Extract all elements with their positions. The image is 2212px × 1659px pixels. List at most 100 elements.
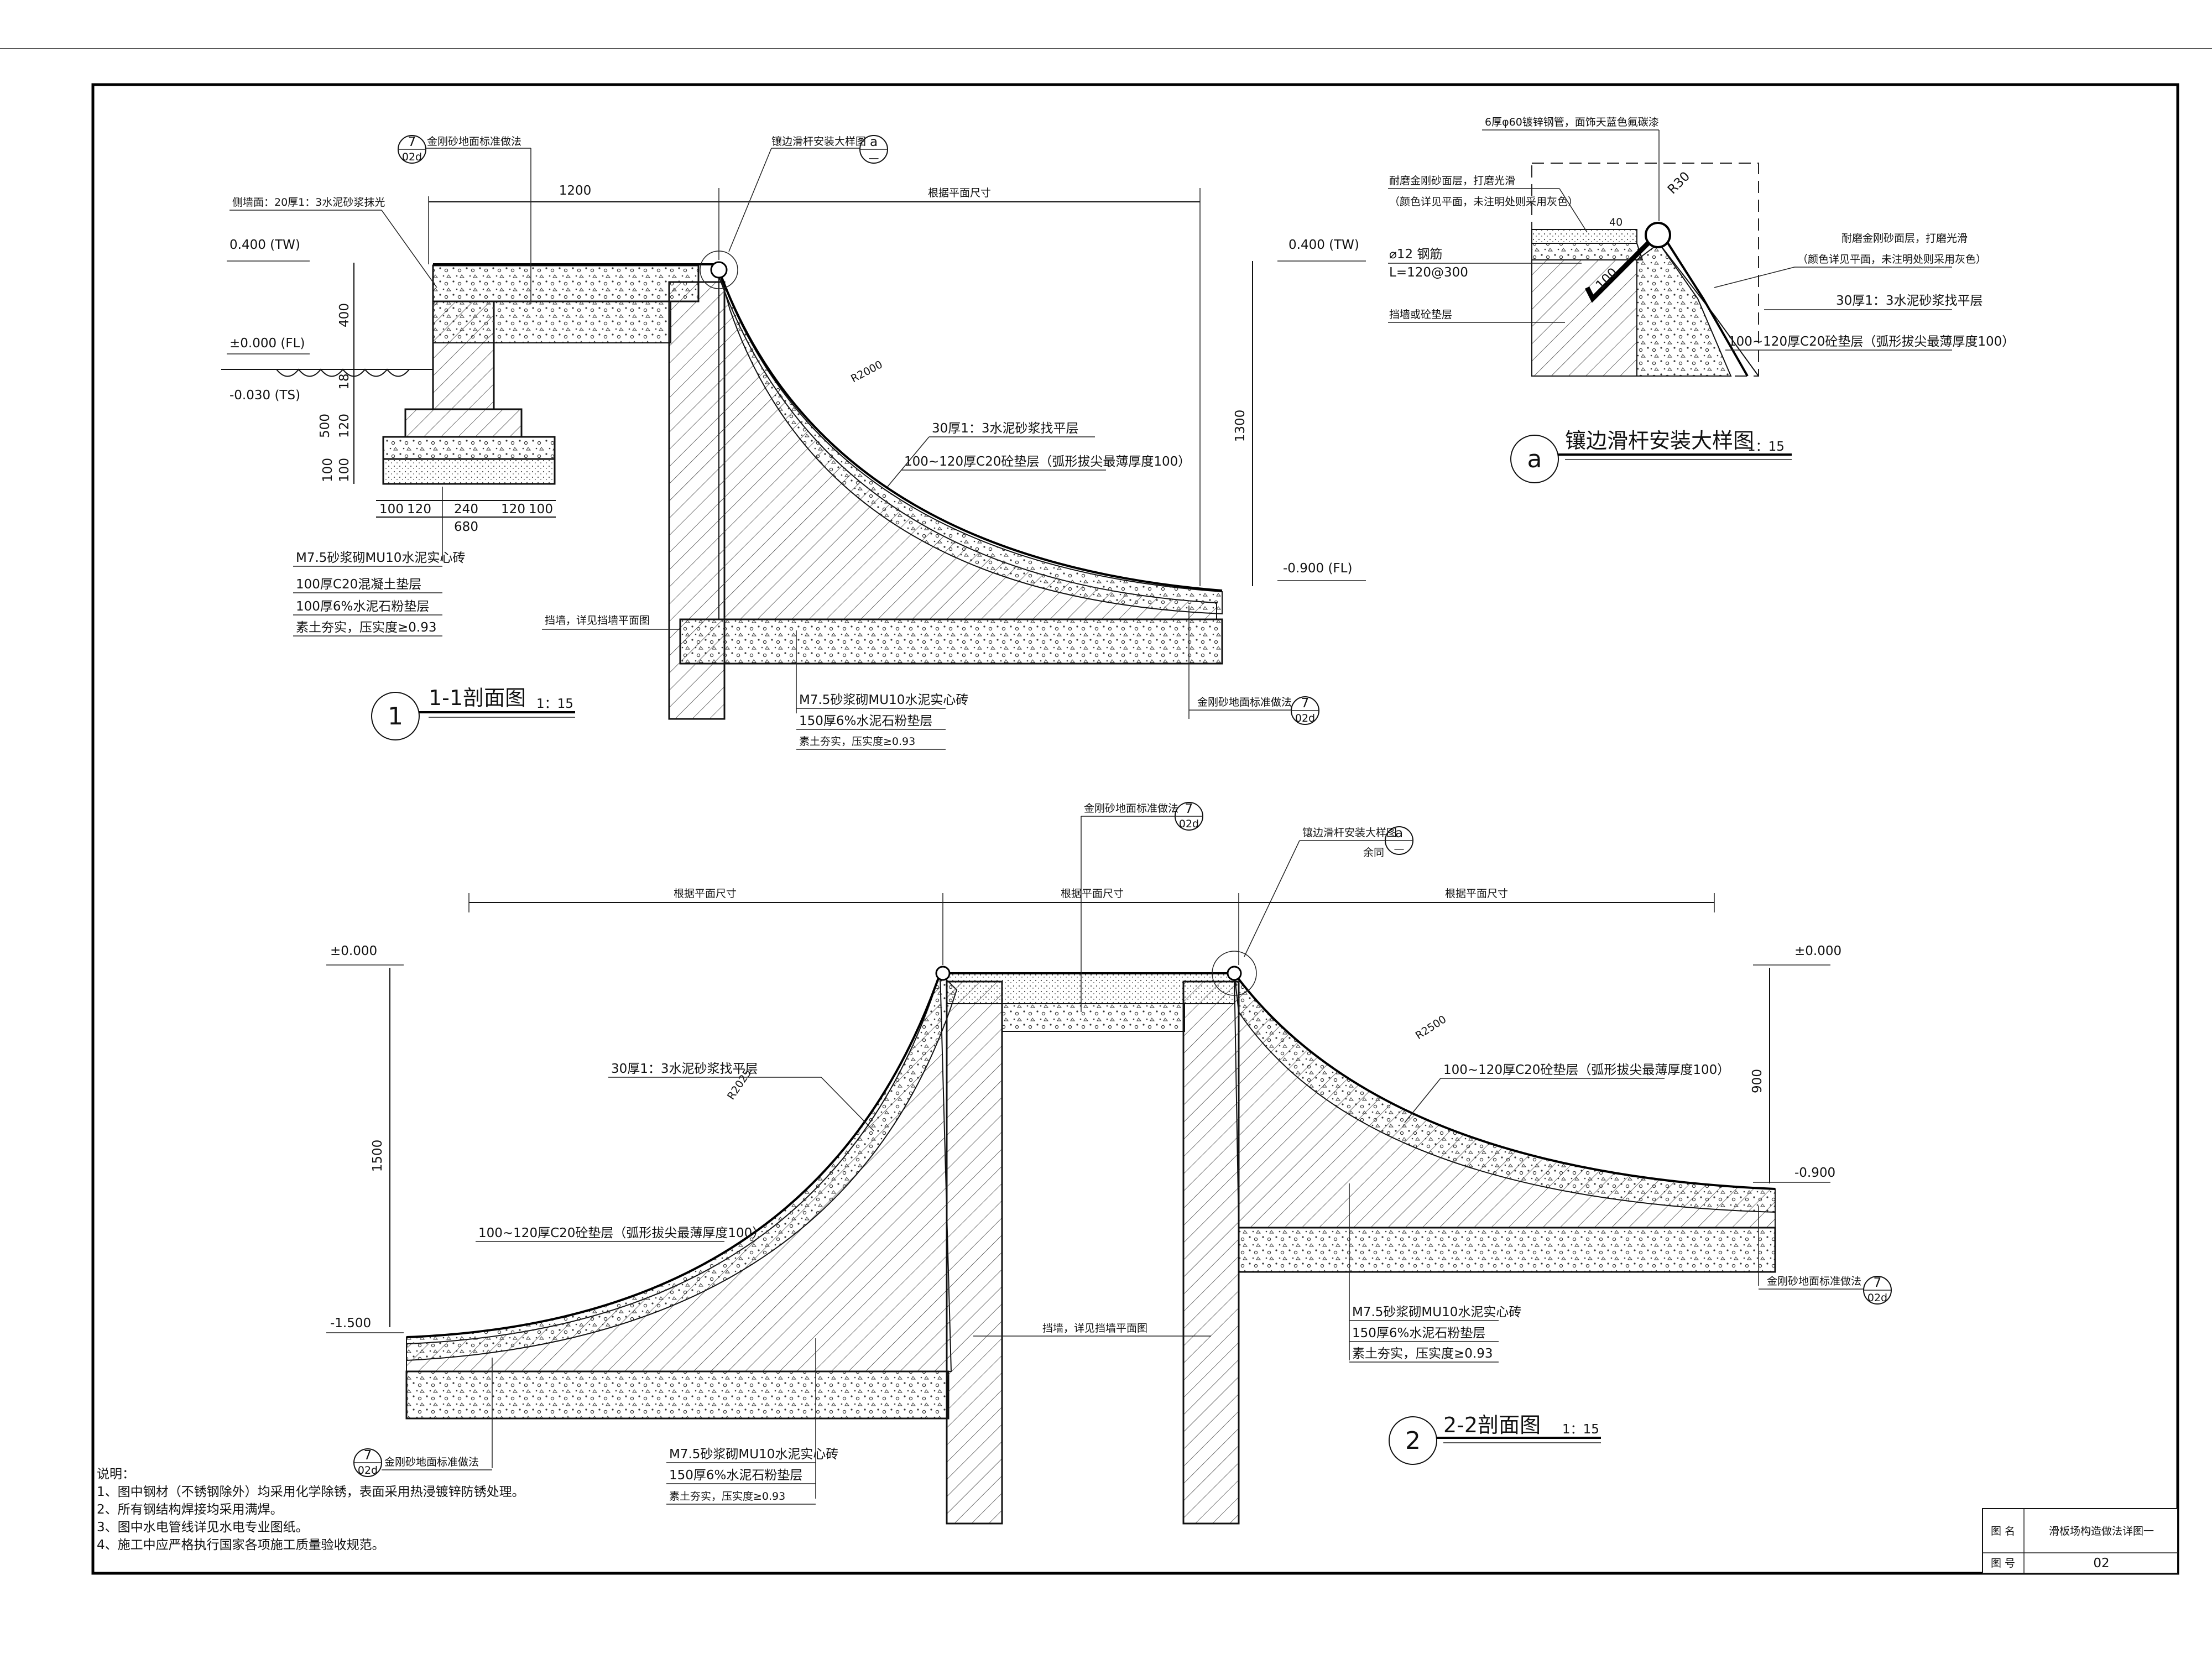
elev-bottom: -0.900 (FL)	[1283, 561, 1352, 576]
callout-sheet: 02d	[1179, 818, 1199, 830]
drawing-no-label: 图 号	[1991, 1557, 2015, 1569]
detail-ref-label: 镶边滑杆安装大样图	[771, 135, 866, 148]
elev-ts: -0.030 (TS)	[229, 388, 300, 403]
right-note-4: 100~120厚C20砼垫层（弧形拔尖最薄厚度100）	[1728, 335, 2015, 349]
footing-dim: 240	[454, 502, 478, 517]
floor-ref-right-sheet: 02d	[1867, 1292, 1887, 1304]
notes-heading: 说明：	[97, 1467, 135, 1481]
title-block-frame	[1982, 1508, 2178, 1574]
layers-bottom: M7.5砂浆砌MU10水泥实心砖 150厚6%水泥石粉垫层 素土夯实，压实度≥0…	[666, 1447, 838, 1505]
callout-num: 7	[408, 135, 416, 149]
footing-dim: 120	[501, 502, 525, 517]
deck-concrete	[1001, 1003, 1185, 1032]
wall-ref: 挡墙，详见挡墙平面图	[545, 614, 650, 627]
dim-400: 400	[337, 303, 352, 327]
layer-note: 150厚6%水泥石粉垫层	[799, 714, 932, 728]
floor-ref-left-sheet: 02d	[358, 1464, 378, 1477]
note-item: 4、施工中应严格执行国家各项施工质量验收规范。	[97, 1538, 385, 1552]
layers-bottom: M7.5砂浆砌MU10水泥实心砖 150厚6%水泥石粉垫层 素土夯实，压实度≥0…	[796, 693, 968, 750]
dim-1300: 1300	[1233, 410, 1248, 442]
dim-mid: 根据平面尺寸	[1061, 888, 1124, 900]
section-scale: 1：15	[536, 697, 573, 711]
layer-note: M7.5砂浆砌MU10水泥实心砖	[1352, 1305, 1521, 1319]
pipe-note: 6厚φ60镀锌钢管，面饰天蓝色氟碳漆	[1485, 116, 1659, 128]
wall-note: 侧墙面：20厚1：3水泥砂浆抹光	[232, 196, 385, 208]
dim-500: 500	[318, 414, 332, 438]
note-left-2: 100~120厚C20砼垫层（弧形拔尖最薄厚度100）	[478, 1226, 765, 1240]
floor-ref-left-num: 7	[364, 1448, 372, 1463]
note-left-1: 30厚1：3水泥砂浆找平层	[611, 1062, 758, 1076]
detail-ref-sub: 余同	[1363, 847, 1384, 859]
ramp-edge	[1658, 243, 1759, 377]
dim-18: 18	[337, 373, 352, 389]
dim-900: 900	[1750, 1069, 1765, 1093]
layer-note: 150厚6%水泥石粉垫层	[669, 1468, 802, 1483]
layers-right: M7.5砂浆砌MU10水泥实心砖 150厚6%水泥石粉垫层 素土夯实，压实度≥0…	[1349, 1305, 1521, 1363]
detail-a: 6厚φ60镀锌钢管，面饰天蓝色氟碳漆 耐磨金刚砂面层，打磨光滑 （颜色详见平面，…	[1388, 116, 2015, 483]
layer-note: M7.5砂浆砌MU10水泥实心砖	[296, 551, 465, 565]
wall-body	[1531, 259, 1637, 377]
section-2-2: 根据平面尺寸 根据平面尺寸 根据平面尺寸 1500 ±0.000 -1.500 …	[326, 802, 1892, 1525]
section-title: 1-1剖面图	[429, 686, 526, 710]
floor-ref-label: 金刚砂地面标准做法	[1197, 696, 1292, 708]
footing-total: 680	[454, 520, 478, 534]
ramp-note-leader	[887, 436, 930, 487]
drawing-name-label: 图 名	[1991, 1525, 2015, 1537]
deck-concrete	[1531, 243, 1644, 260]
elev-right-top: ±0.000	[1794, 944, 1841, 958]
coping-pipe-left	[935, 966, 951, 981]
section-1-1: 1200 根据平面尺寸 400 18 500 120 100 100 1300 …	[221, 135, 1366, 750]
detail-ref-num: a	[870, 135, 878, 149]
elev-left-top: ±0.000	[330, 944, 377, 958]
ramp-note-2: 100~120厚C20砼垫层（弧形拔尖最薄厚度100）	[904, 455, 1191, 469]
topping-layer	[1531, 229, 1637, 244]
detail-ref-label: 镶边滑杆安装大样图	[1302, 827, 1397, 839]
coping-pipe	[710, 261, 728, 279]
coping-pipe-right	[1227, 966, 1242, 981]
left-base-slab	[405, 1370, 950, 1420]
section-title: 2-2剖面图	[1443, 1413, 1541, 1437]
footing-dim: 100	[529, 502, 553, 517]
dim-100-a: 100	[337, 458, 352, 482]
note-item: 1、图中钢材（不锈钢除外）均采用化学除锈，表面采用热浸镀锌防锈处理。	[97, 1485, 525, 1499]
layer-note: 素土夯实，压实度≥0.93	[296, 620, 436, 635]
note-item: 2、所有钢结构焊接均采用满焊。	[97, 1503, 283, 1517]
title-block: 图 名 滑板场构造做法详图一 图 号 02	[1982, 1508, 2178, 1574]
layer-note: 素土夯实，压实度≥0.93	[799, 735, 915, 748]
title-bubble	[1389, 1416, 1437, 1465]
title-number: 2	[1405, 1427, 1421, 1455]
right-note-3: 30厚1：3水泥砂浆找平层	[1836, 294, 1983, 308]
dim-100-b: 100	[321, 458, 335, 482]
floor-ref-sheet: 02d	[1295, 712, 1315, 724]
soil-symbol	[276, 368, 410, 377]
deck-concrete	[432, 301, 671, 343]
base-slab	[679, 618, 1223, 665]
title-number: 1	[388, 702, 403, 731]
floor-ref-left-label: 金刚砂地面标准做法	[384, 1456, 479, 1468]
ramp-surface	[718, 269, 1223, 592]
note-right-leader	[1404, 1078, 1441, 1123]
callout-label: 金刚砂地面标准做法	[427, 135, 521, 148]
footing-dims: 100 120 240 120 100	[379, 502, 553, 517]
left-note-1: 耐磨金刚砂面层，打磨光滑	[1389, 175, 1515, 187]
elev-tw-right: 0.400 (TW)	[1288, 238, 1359, 252]
wall-ref: 挡墙，详见挡墙平面图	[1042, 1322, 1147, 1334]
right-ramp-surface	[1233, 972, 1776, 1190]
ramp-concrete	[1636, 242, 1732, 377]
detail-ref-num: a	[1395, 826, 1403, 841]
dim-top-right: 根据平面尺寸	[928, 187, 991, 199]
dim-120: 120	[337, 414, 352, 438]
callout-top-label: 金刚砂地面标准做法	[1084, 802, 1178, 815]
right-note-2: （颜色详见平面，未注明处则采用灰色）	[1797, 253, 1986, 265]
left-leader	[1559, 188, 1588, 233]
deck-slab	[432, 264, 700, 302]
wall-note-leader	[381, 210, 437, 288]
layer-note: 100厚6%水泥石粉垫层	[296, 599, 429, 614]
layers-left: M7.5砂浆砌MU10水泥实心砖 100厚C20混凝土垫层 100厚6%水泥石粉…	[293, 551, 465, 637]
right-wall	[1182, 980, 1240, 1525]
note-left-leader	[821, 1077, 874, 1131]
callout-num: 7	[1185, 802, 1193, 816]
ramp-note-1: 30厚1：3水泥砂浆找平层	[932, 421, 1079, 436]
